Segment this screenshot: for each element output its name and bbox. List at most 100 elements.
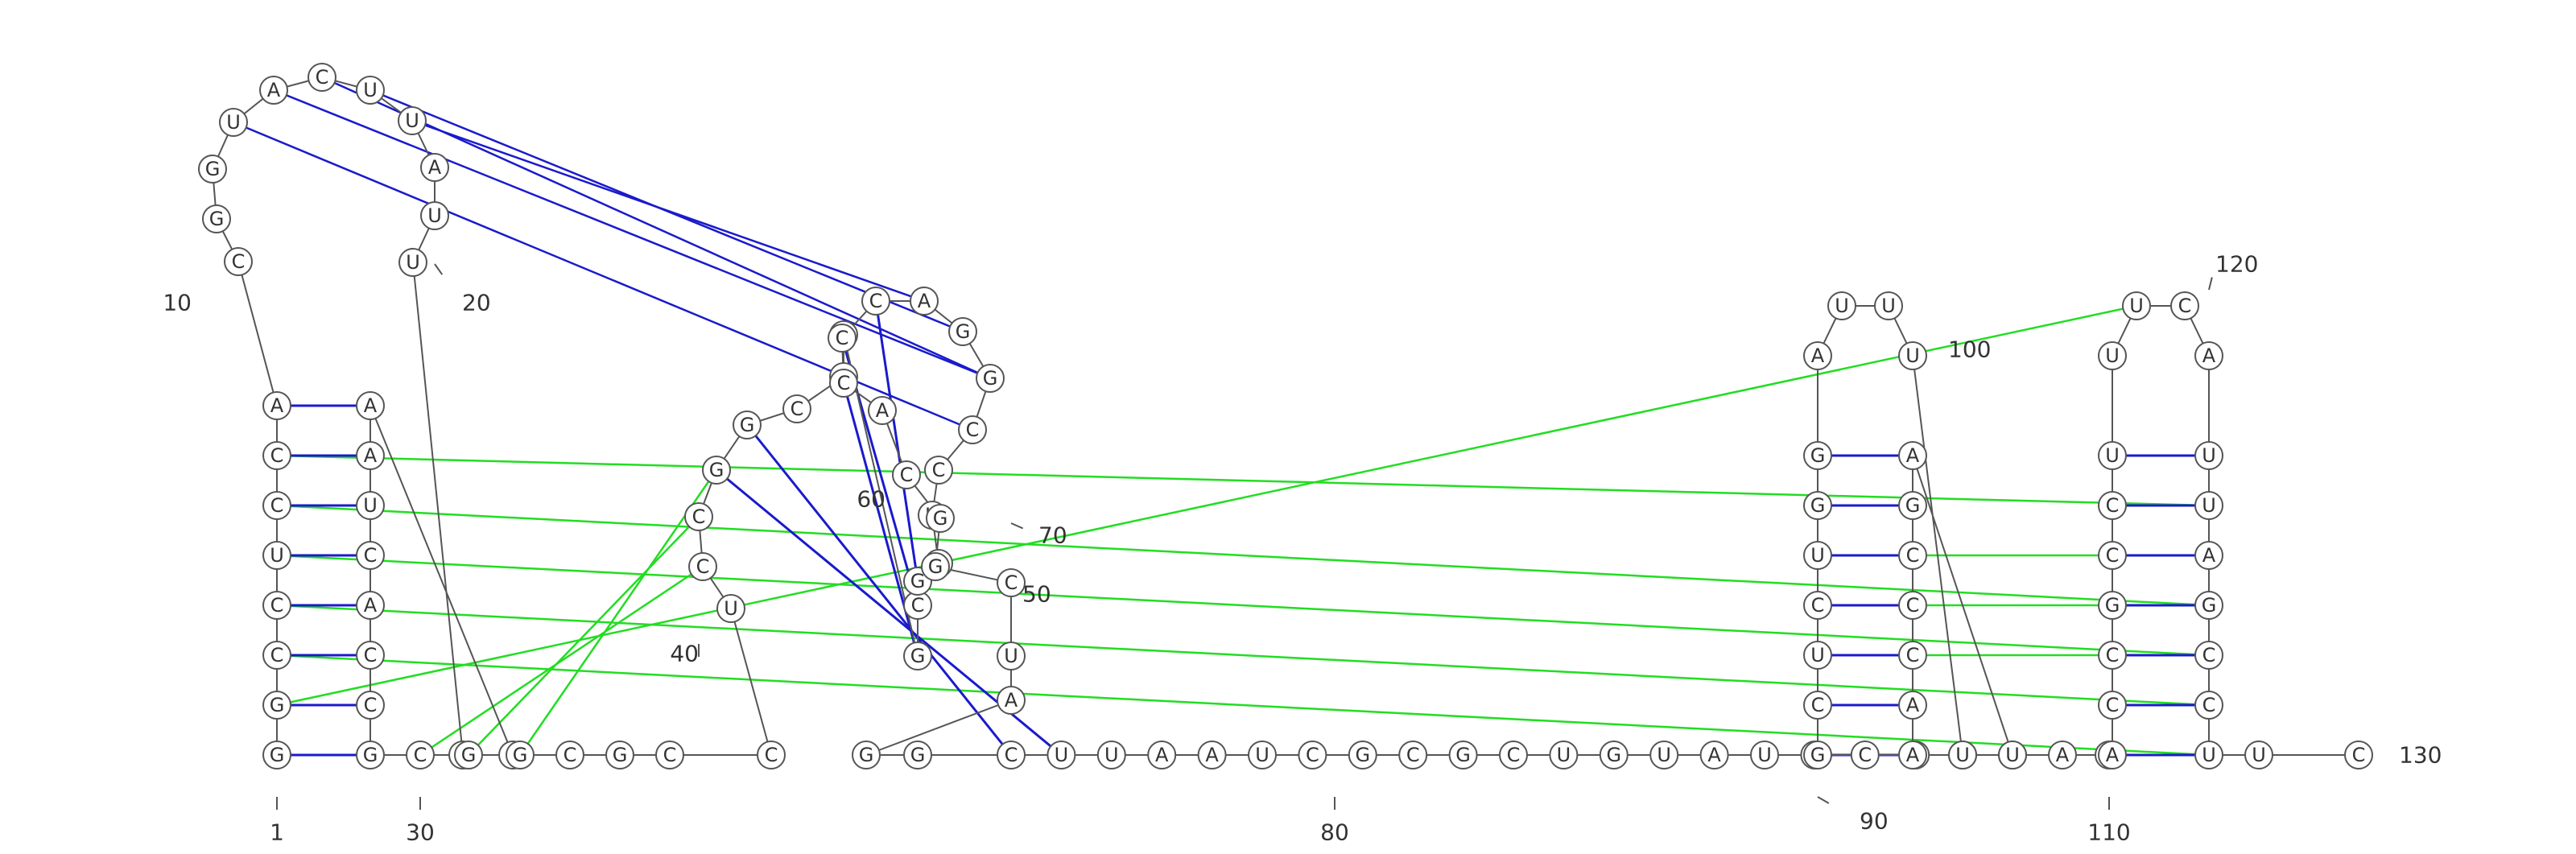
nucleotide-letter: C bbox=[837, 372, 851, 394]
nucleotide-letter: C bbox=[2106, 694, 2120, 716]
nucleotide-1: G bbox=[262, 741, 291, 769]
nucleotide-88: U bbox=[1803, 641, 1832, 670]
nucleotide-93: A bbox=[1803, 341, 1832, 370]
nucleotide-letter: U bbox=[1810, 544, 1825, 567]
nucleotide-55: C bbox=[861, 287, 890, 316]
nucleotide-letter: C bbox=[791, 398, 804, 420]
nucleotide-letter: G bbox=[270, 694, 285, 716]
pseudoknot-link-4-126 bbox=[276, 604, 2210, 707]
nucleotide-76: G bbox=[1448, 741, 1478, 769]
nucleotide-letter: U bbox=[1055, 744, 1069, 766]
index-labels: 1 10 20 30 40 50 60 70 80 90 100 110 120… bbox=[163, 251, 2442, 846]
nucleotide-letter: C bbox=[1406, 744, 1420, 766]
nucleotide-28: C bbox=[356, 691, 385, 720]
nucleotide-letter: A bbox=[1155, 744, 1169, 766]
nucleotide-letter: C bbox=[2352, 744, 2366, 766]
nucleotide-78: U bbox=[1549, 741, 1579, 769]
nucleotide-letter: G bbox=[933, 507, 948, 530]
nucleotide-39: C bbox=[684, 502, 713, 531]
nucleotide-letter: U bbox=[1104, 744, 1119, 766]
pseudoknot-link-7-122 bbox=[276, 454, 2210, 507]
nucleotide-letter: U bbox=[1557, 744, 1571, 766]
nucleotide-72: U bbox=[1248, 741, 1277, 769]
nucleotide-letter: U bbox=[1955, 744, 1970, 766]
nucleotide-96: U bbox=[1898, 341, 1927, 370]
nucleotide-letter: C bbox=[900, 464, 914, 486]
nucleotide-letter: G bbox=[205, 158, 221, 180]
nucleotide-letter: C bbox=[1306, 744, 1319, 766]
index-label-110: 110 bbox=[2087, 819, 2130, 846]
nucleotide-letter: U bbox=[1255, 744, 1269, 766]
nucleotide-117: U bbox=[2098, 341, 2127, 370]
nucleotide-7: C bbox=[262, 441, 291, 470]
nucleotide-letter: C bbox=[1906, 544, 1920, 567]
nucleotide-73: C bbox=[1298, 741, 1327, 769]
nucleotide-letter: U bbox=[2202, 494, 2216, 517]
pseudoknot-link-32-40 bbox=[518, 469, 718, 756]
nucleotide-25: C bbox=[356, 541, 385, 570]
nucleotide-letter: U bbox=[1757, 744, 1772, 766]
nucleotide-69: U bbox=[1096, 741, 1126, 769]
nucleotide-letter: C bbox=[414, 744, 427, 766]
nucleotide-5: U bbox=[262, 541, 291, 570]
nucleotide-letter: A bbox=[2056, 744, 2070, 766]
nucleotide-letter: C bbox=[1906, 644, 1920, 666]
nucleotide-42: C bbox=[782, 394, 811, 423]
nucleotide-letter: G bbox=[461, 744, 477, 766]
nucleotide-letter: C bbox=[836, 327, 849, 349]
nucleotide-65: G bbox=[852, 741, 881, 769]
nucleotide-81: A bbox=[1699, 741, 1729, 769]
nucleotide-letter: U bbox=[226, 111, 241, 134]
nucleotide-26: A bbox=[356, 591, 385, 620]
nucleotide-letter: U bbox=[2202, 744, 2216, 766]
nucleotide-67: C bbox=[997, 741, 1026, 769]
index-label-40: 40 bbox=[670, 641, 699, 667]
nucleotide-60: G bbox=[926, 504, 955, 533]
tertiary-link-12-51 bbox=[233, 121, 973, 431]
nucleotide-letter: G bbox=[1455, 744, 1471, 766]
nucleotide-letter: U bbox=[270, 544, 284, 567]
pseudoknot-link-5-125 bbox=[276, 554, 2210, 657]
nucleotide-letter: G bbox=[1810, 494, 1826, 517]
index-tick-120 bbox=[2208, 277, 2213, 291]
nucleotide-50: C bbox=[924, 456, 953, 485]
nucleotide-letter: G bbox=[1355, 744, 1370, 766]
index-label-20: 20 bbox=[462, 290, 491, 316]
nucleotide-letter: U bbox=[2129, 295, 2144, 317]
nucleotide-letter: A bbox=[270, 394, 284, 417]
nucleotide-letter: G bbox=[910, 645, 926, 667]
nucleotide-letter: C bbox=[364, 644, 378, 666]
nucleotide-101: C bbox=[1898, 541, 1927, 570]
nucleotide-letter: C bbox=[1811, 594, 1825, 617]
nucleotide-89: C bbox=[1803, 591, 1832, 620]
nucleotide-letter: C bbox=[2106, 544, 2120, 567]
nucleotide-52: G bbox=[976, 364, 1005, 393]
index-label-130: 130 bbox=[2399, 742, 2442, 769]
nucleotide-125: C bbox=[2194, 641, 2223, 670]
nucleotide-letter: A bbox=[1005, 689, 1018, 712]
nucleotide-letter: G bbox=[209, 208, 225, 230]
nucleotide-53: G bbox=[948, 317, 977, 346]
nucleotide-2: G bbox=[262, 691, 291, 720]
nucleotide-letter: C bbox=[966, 419, 980, 441]
nucleotide-86: G bbox=[1803, 741, 1832, 769]
nucleotide-105: A bbox=[1898, 741, 1927, 769]
nucleotide-19: U bbox=[398, 248, 427, 277]
index-tick-90 bbox=[1817, 796, 1830, 804]
nucleotide-80: U bbox=[1649, 741, 1679, 769]
nucleotide-letter: U bbox=[1881, 295, 1896, 317]
nucleotide-letter: G bbox=[928, 555, 943, 578]
nucleotide-letter: C bbox=[692, 505, 706, 528]
nucleotide-45: G bbox=[903, 642, 932, 670]
nucleotide-letter: G bbox=[1810, 744, 1826, 766]
nucleotide-126: C bbox=[2194, 691, 2223, 720]
index-ticks bbox=[228, 261, 2372, 810]
index-label-90: 90 bbox=[1860, 808, 1889, 835]
nucleotide-23: A bbox=[356, 441, 385, 470]
nucleotide-56: C bbox=[828, 324, 857, 353]
nucleotide-58: A bbox=[868, 396, 897, 425]
nucleotide-letter: C bbox=[232, 250, 246, 273]
nucleotide-122: U bbox=[2194, 491, 2223, 520]
nucleotide-62: C bbox=[997, 568, 1026, 597]
